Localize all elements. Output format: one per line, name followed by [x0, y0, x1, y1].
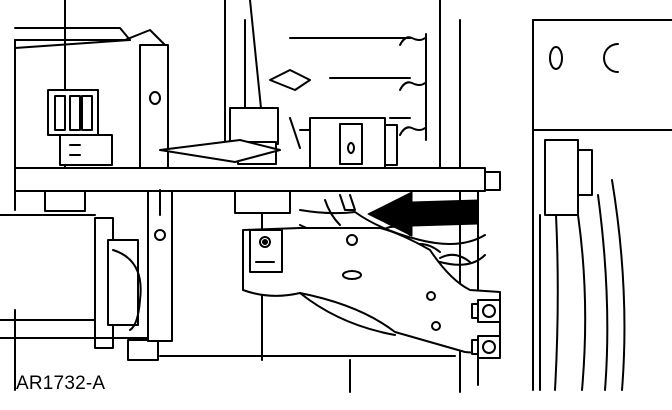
- wire-clips: [399, 33, 427, 141]
- right-pillar: [539, 139, 626, 391]
- bracket-bolts: [471, 299, 501, 359]
- upper-module: [159, 0, 311, 165]
- mounting-bracket: [242, 227, 501, 356]
- left-connector: [47, 89, 113, 166]
- floor-lines: [159, 354, 461, 393]
- cross-bar: [14, 167, 501, 192]
- lower-bracket: [147, 189, 173, 342]
- lower-left-structure: [0, 190, 161, 391]
- figure-reference-code: AR1732-A: [16, 373, 106, 394]
- panel-holes: [549, 43, 619, 73]
- callout-arrow: [367, 191, 479, 237]
- middle-connector: [299, 117, 398, 171]
